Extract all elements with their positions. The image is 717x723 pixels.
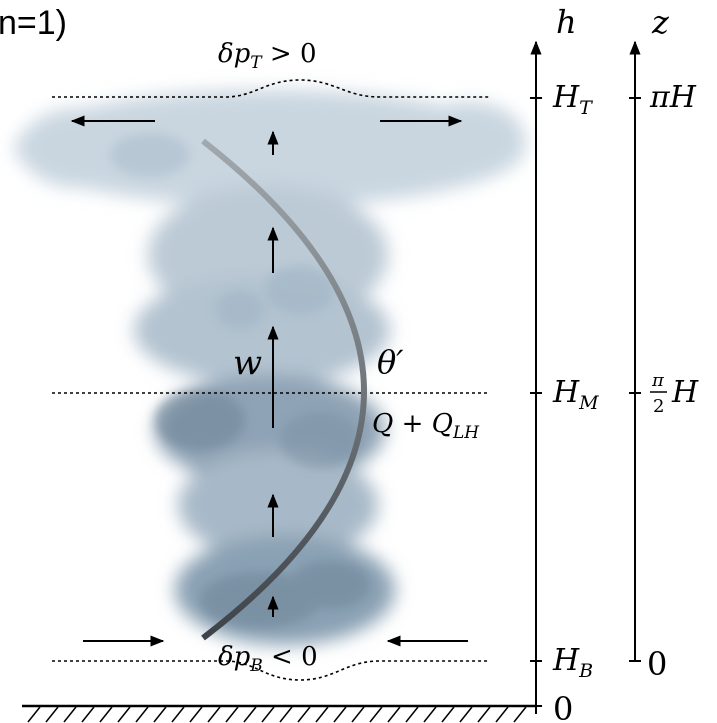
height-axis-h: h HT HM HB 0: [530, 3, 599, 723]
heating-label: Q + QLH: [372, 409, 480, 443]
ground-hatch-mark: [45, 706, 59, 723]
z-tick-mid: π 2 H: [650, 370, 699, 417]
ground-hatch-mark: [405, 706, 419, 723]
ground-hatch-mark: [171, 706, 185, 723]
ground-hatch-mark: [243, 706, 257, 723]
panel-label: n=1): [0, 4, 67, 42]
ground-hatch-mark: [387, 706, 401, 723]
svg-text:π: π: [651, 370, 665, 391]
ground-hatch-mark: [495, 706, 509, 723]
ground-hatch-mark: [441, 706, 455, 723]
ground-hatch-mark: [261, 706, 275, 723]
ground-hatch-mark: [369, 706, 383, 723]
top-pressure-label: δpT > 0: [218, 39, 317, 73]
theta-prime-profile-curve: [201, 138, 367, 641]
cloud-anvil-right: [415, 102, 525, 178]
h-axis-label: h: [556, 3, 577, 41]
ground-hatch-mark: [153, 706, 167, 723]
vertical-velocity-label: w: [233, 343, 262, 383]
ground-hatch-mark: [99, 706, 113, 723]
cloud-anvil: [15, 90, 525, 206]
ground-hatch-mark: [135, 706, 149, 723]
cloud-illustration: [15, 90, 525, 645]
height-axis-z: z πH π 2 H 0: [629, 3, 699, 683]
h-tick-base: HB: [552, 643, 593, 682]
z-axis-label: z: [651, 3, 670, 41]
ground-hatch-mark: [297, 706, 311, 723]
bottom-pressure-line: [52, 660, 490, 681]
h-tick-top: HT: [552, 80, 593, 119]
ground-hatch-mark: [27, 706, 41, 723]
h-tick-zero: 0: [553, 690, 573, 723]
ground-hatch-mark: [279, 706, 293, 723]
z-tick-zero: 0: [647, 645, 667, 683]
ground-surface: [22, 704, 536, 723]
ground-hatch-mark: [459, 706, 473, 723]
ground-hatch-mark: [63, 706, 77, 723]
ground-hatch-mark: [117, 706, 131, 723]
h-tick-mid: HM: [552, 375, 599, 414]
ground-hatch-mark: [207, 706, 221, 723]
svg-text:H: H: [671, 375, 699, 410]
z-tick-top: πH: [649, 80, 697, 115]
ground-hatch-mark: [333, 706, 347, 723]
theta-prime-label: θ′: [377, 343, 404, 381]
ground-hatch-mark: [81, 706, 95, 723]
ground-hatch-mark: [477, 706, 491, 723]
ground-hatch-mark: [423, 706, 437, 723]
bottom-pressure-label: δpB < 0: [218, 642, 318, 676]
ground-hatch-mark: [351, 706, 365, 723]
ground-hatch-mark: [189, 706, 203, 723]
svg-text:2: 2: [653, 396, 664, 417]
cloud-anvil-left: [20, 108, 140, 188]
ground-hatch-mark: [315, 706, 329, 723]
ground-hatch-mark: [513, 706, 527, 723]
ground-hatch-mark: [225, 706, 239, 723]
